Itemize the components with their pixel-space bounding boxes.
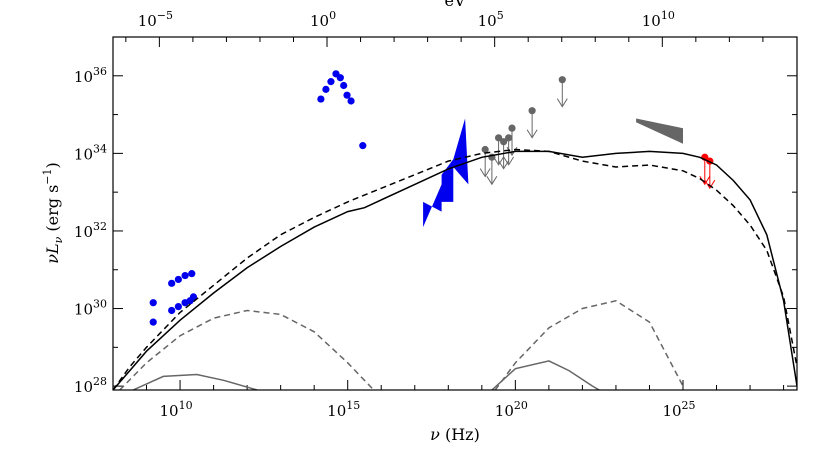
- x-tick-label: 1010: [160, 399, 193, 420]
- y-tick-label: 1034: [74, 142, 107, 163]
- top-axis-label: eV: [444, 0, 465, 10]
- x-tick-label-base: 10: [327, 402, 346, 420]
- upper-limit-arrow: [498, 160, 510, 170]
- x-tick-label: 1020: [495, 399, 528, 420]
- x-axis-label: ν (Hz): [430, 425, 480, 444]
- y-axis-label-nu: ν: [43, 254, 62, 264]
- data-point: [149, 299, 157, 307]
- top-tick-label-exponent: 0: [329, 9, 336, 22]
- y-tick-label: 1036: [74, 65, 107, 86]
- x-tick-label: 1025: [662, 399, 695, 420]
- x-tick-label-base: 10: [495, 402, 514, 420]
- y-tick-label-exponent: 30: [93, 298, 107, 311]
- top-tick-label-exponent: 5: [497, 9, 504, 22]
- y-axis-label-unit: (erg s: [43, 185, 62, 237]
- data-point: [327, 78, 335, 86]
- x-axis-label-symbol: ν: [430, 425, 440, 444]
- top-tick-label-base: 10: [138, 12, 157, 30]
- upper-limit-arrow: [479, 168, 491, 178]
- plot-frame: [112, 36, 798, 391]
- plot-area: [113, 70, 797, 390]
- x-tick-label-exponent: 20: [514, 399, 528, 412]
- y-tick-label-exponent: 34: [93, 142, 107, 155]
- data-point: [174, 302, 182, 311]
- top-tick-label-base: 10: [478, 12, 497, 30]
- bowtie-spectrum: [423, 118, 469, 228]
- upper-limit-arrow: [493, 156, 505, 166]
- y-axis-label-close: ): [43, 162, 62, 168]
- x-tick-label-base: 10: [662, 402, 681, 420]
- data-point: [174, 275, 182, 284]
- y-tick-label: 1030: [74, 298, 107, 319]
- axis-ticks: [112, 37, 797, 390]
- y-tick-label-base: 10: [74, 378, 93, 396]
- data-point: [149, 318, 157, 326]
- data-point: [359, 142, 367, 150]
- y-tick-label-exponent: 32: [93, 220, 107, 233]
- data-point: [189, 293, 198, 301]
- upper-limit-arrow: [556, 98, 568, 108]
- x-tick-label-base: 10: [160, 402, 179, 420]
- y-tick-label-base: 10: [74, 145, 93, 163]
- data-point: [181, 271, 189, 280]
- data-point: [340, 81, 348, 90]
- y-axis-label-l: L: [43, 243, 62, 255]
- top-tick-label: 10−5: [138, 9, 173, 30]
- upper-limit-arrow: [486, 175, 498, 186]
- y-tick-label-base: 10: [74, 223, 93, 241]
- upper-limit-arrow: [526, 129, 538, 139]
- y-axis-label: νLν (erg s−1): [41, 162, 65, 264]
- model-curve: [113, 150, 797, 390]
- top-tick-label: 1010: [642, 9, 675, 30]
- data-point: [343, 91, 351, 99]
- y-tick-label: 1028: [74, 375, 107, 396]
- top-tick-label: 105: [478, 9, 504, 30]
- y-axis-label-sub: ν: [52, 236, 65, 243]
- upper-limit-arrow: [503, 156, 515, 166]
- data-point: [317, 95, 325, 103]
- x-tick-label-exponent: 25: [682, 399, 696, 412]
- model-curve: [132, 373, 258, 390]
- model-curve: [494, 299, 684, 390]
- data-point: [168, 279, 176, 287]
- top-tick-label-exponent: −5: [157, 9, 173, 22]
- y-tick-label-exponent: 28: [93, 375, 107, 388]
- x-tick-label-exponent: 15: [346, 399, 360, 412]
- upper-limit-arrow: [704, 179, 716, 190]
- data-point: [168, 306, 176, 315]
- model-curve: [491, 360, 600, 390]
- x-tick-label-exponent: 10: [179, 399, 193, 412]
- y-tick-label-base: 10: [74, 68, 93, 86]
- x-tick-label: 1015: [327, 399, 360, 420]
- y-axis-label-sup: −1: [41, 169, 54, 185]
- bowtie-spectrum: [636, 118, 683, 144]
- y-tick-label-base: 10: [74, 301, 93, 319]
- y-tick-label: 1032: [74, 220, 107, 241]
- top-tick-label-base: 10: [310, 12, 329, 30]
- data-point: [322, 85, 330, 93]
- model-curve: [119, 309, 375, 390]
- y-tick-label-exponent: 36: [93, 65, 107, 78]
- x-axis-label-unit: (Hz): [440, 425, 480, 444]
- top-tick-label-base: 10: [642, 12, 661, 30]
- data-point: [347, 97, 355, 105]
- top-tick-label-exponent: 10: [661, 9, 675, 22]
- data-point: [336, 74, 344, 82]
- model-curve: [113, 148, 797, 390]
- data-point: [188, 270, 196, 278]
- top-tick-label: 100: [310, 9, 336, 30]
